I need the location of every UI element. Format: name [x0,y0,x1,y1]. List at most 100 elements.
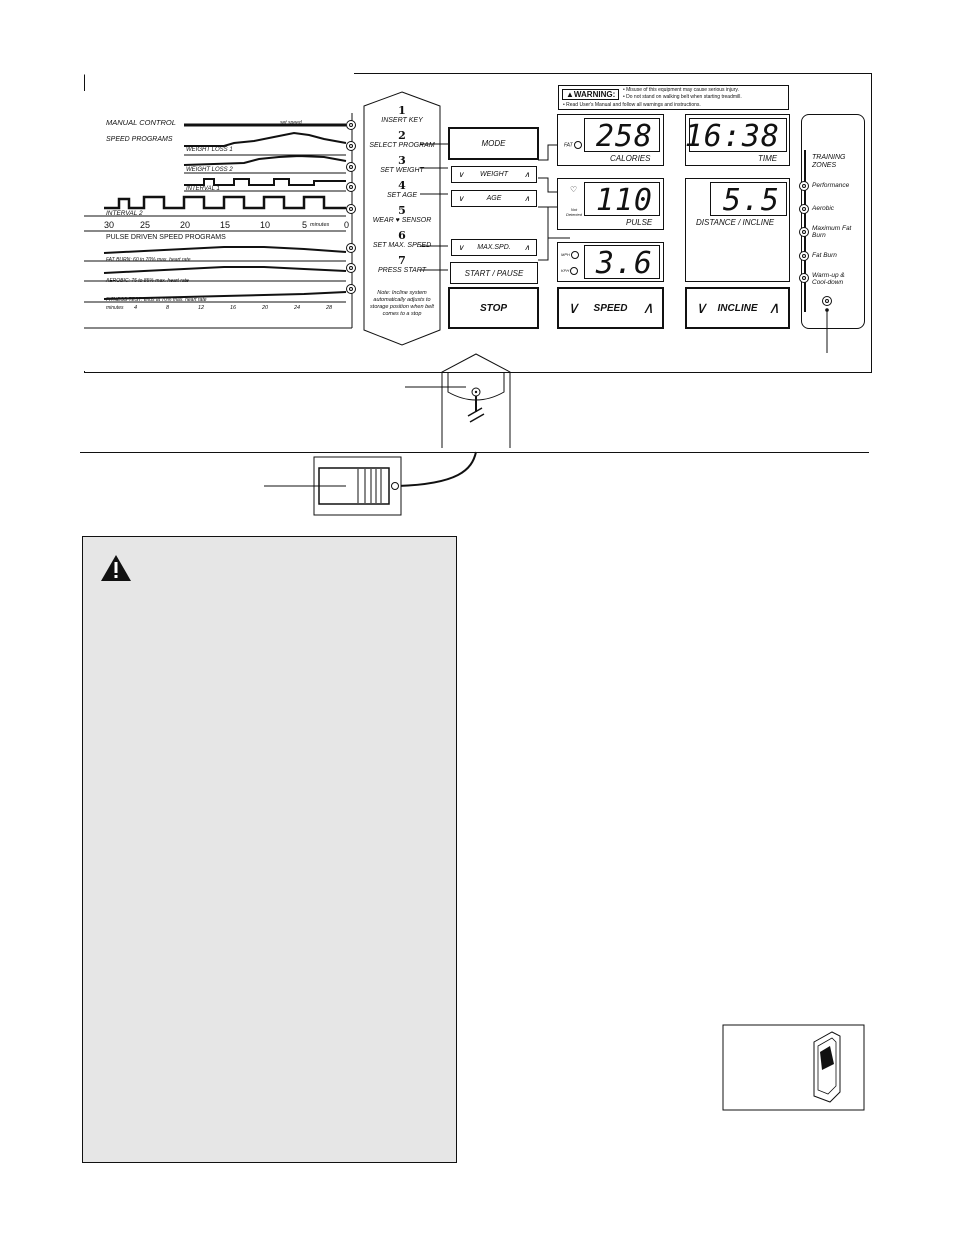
warning-label: ▲WARNING: • Misuse of this equipment may… [558,85,789,110]
program-led-interval-1[interactable] [346,182,356,192]
chevron-up-icon[interactable]: ∧ [524,243,530,252]
zone-led-warm-up [799,273,809,283]
fitness-ticks: minutes 4 8 12 16 20 24 28 [106,305,346,315]
max-speed-label: MAX.SPD. [477,244,511,251]
chevron-down-icon[interactable]: ∨ [695,300,707,317]
pulse-screen: 110 [584,182,660,216]
fitness-tick: 28 [326,305,333,311]
max-speed-button[interactable]: ∨ MAX.SPD. ∧ [451,239,537,256]
program-led-weight-loss-2[interactable] [346,162,356,172]
timeline: 30 25 20 15 10 5 minutes 0 [100,220,352,232]
program-led-interval-2[interactable] [346,204,356,214]
time-label: TIME [758,154,778,163]
heart-icon: ♡ [570,185,578,194]
distance-screen: 5.5 [710,182,787,216]
stop-button[interactable]: STOP [448,287,539,329]
connector-lines [420,143,570,271]
minutes-label: minutes [310,222,330,228]
calories-screen: 258 [584,118,660,152]
zone-fat-burn: Fat Burn [812,252,837,259]
warning-line: • Do not stand on walking belt when star… [623,94,742,100]
pulse-driven-heading: PULSE DRIVEN SPEED PROGRAMS [106,234,226,241]
zone-led-max-fat-burn [799,227,809,237]
weight-label: WEIGHT [480,171,508,178]
zone-warm-up-cool-down: Warm-up & Cool-down [812,272,845,286]
fat-burn-label: FAT BURN: 60 to 70% max. heart rate [106,257,191,263]
weight-button[interactable]: ∨ WEIGHT ∧ [451,166,537,183]
distance-label: DISTANCE / INCLINE [696,218,775,227]
chevron-down-icon[interactable]: ∨ [567,300,579,317]
start-pause-button[interactable]: START / PAUSE [450,262,538,284]
age-button[interactable]: ∨ AGE ∧ [451,190,537,207]
warning-triangle-icon [101,555,131,581]
mode-button[interactable]: MODE [448,127,539,160]
chevron-up-icon[interactable]: ∧ [642,300,654,317]
speed-button[interactable]: ∨ SPEED ∧ [557,287,664,329]
timeline-tick: 10 [260,220,271,230]
warning-line: • Read User's Manual and follow all warn… [563,102,701,108]
timeline-tick: 25 [140,220,151,230]
program-led-aerobic[interactable] [346,263,356,273]
chevron-up-icon[interactable]: ∧ [768,300,780,317]
speed-screen: 3.6 [584,245,660,279]
distance-value: 5.5 [722,183,780,218]
chevron-down-icon[interactable]: ∨ [458,243,464,252]
pulse-label: PULSE [626,218,653,227]
warning-lines: • Misuse of this equipment may cause ser… [623,87,742,101]
zone-indicator-led [822,296,832,306]
zone-led-aerobic [799,204,809,214]
program-led-fat-burn[interactable] [346,243,356,253]
zone-maximum-fat-burn: Maximum Fat Burn [812,225,852,239]
chevron-down-icon[interactable]: ∨ [458,194,464,203]
calories-value: 258 [595,119,653,154]
mph-led-icon [571,251,580,259]
steps-hexagon [363,91,441,346]
timeline-tick: 0 [344,220,350,230]
fitness-tick: 12 [198,305,205,311]
zone-led-fat-burn [799,251,809,261]
fitness-tick: 24 [294,305,301,311]
speed-value: 3.6 [595,246,653,281]
chevron-down-icon[interactable]: ∨ [458,170,464,179]
fitness-tick: 8 [166,305,170,311]
manual-control-label: MANUAL CONTROL [106,118,176,127]
fitness-tick: 4 [134,305,138,311]
kph-led-icon [570,267,579,275]
program-led-fitness-test[interactable] [346,284,356,294]
timeline-tick: 5 [302,220,308,230]
speed-programs-heading: SPEED PROGRAMS [106,136,173,143]
key-holder-diagram [405,353,511,448]
training-zones-title: TRAINING ZONES [812,154,846,169]
chevron-up-icon[interactable]: ∧ [524,194,530,203]
fitness-test-label: FITNESS TEST: ends at 70% max. heart rat… [106,297,207,303]
interval-2-label: INTERVAL 2 [106,210,143,217]
incline-label: INCLINE [717,302,758,314]
program-led-manual[interactable] [346,120,356,130]
distance-display-frame: 5.5 DISTANCE / INCLINE [685,178,790,282]
interval-1-label: INTERVAL 1 [186,186,220,192]
kph-indicator: KPH [561,267,579,275]
program-led-weight-loss-1[interactable] [346,141,356,151]
speed-display-frame: 3.6 MPH KPH [557,242,664,282]
zone-aerobic: Aerobic [812,205,835,212]
mph-indicator: MPH [561,251,580,259]
chevron-up-icon[interactable]: ∧ [524,170,530,179]
fitness-minutes: minutes [106,305,124,311]
speed-label: SPEED [593,302,628,314]
incline-note: Note: Incline system automatically adjus… [370,290,434,317]
age-label: AGE [486,195,502,202]
weight-loss-2-label: WEIGHT LOSS 2 [186,167,233,173]
not-detected-label: Not Detected [565,207,582,217]
warning-badge: ▲WARNING: [562,89,620,100]
program-chart-lines [84,73,354,371]
caution-box [82,536,457,1163]
training-zones-panel [801,114,865,329]
fat-label: FAT [564,141,583,149]
incline-button[interactable]: ∨ INCLINE ∧ [685,287,790,329]
